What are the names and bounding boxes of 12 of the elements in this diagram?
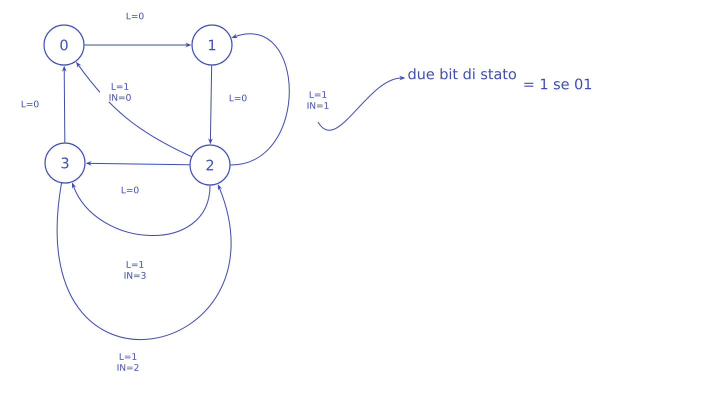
edge-label: L=0 — [122, 186, 139, 194]
note-text: due bit di stato — [408, 68, 516, 80]
edge-label: L=0 — [22, 100, 39, 108]
arrow — [230, 33, 290, 166]
edge-label: L=1 IN=2 — [118, 353, 138, 371]
edge-label: L=1 IN=1 — [308, 91, 328, 109]
arrow — [56, 182, 231, 340]
note-text: = 1 se 01 — [524, 78, 592, 90]
edge-label: L=1 IN=3 — [124, 261, 146, 279]
edge-label: L=1 IN=0 — [110, 83, 131, 101]
edge-label: L=0 — [126, 12, 144, 20]
edge-label: L=0 — [230, 94, 247, 102]
